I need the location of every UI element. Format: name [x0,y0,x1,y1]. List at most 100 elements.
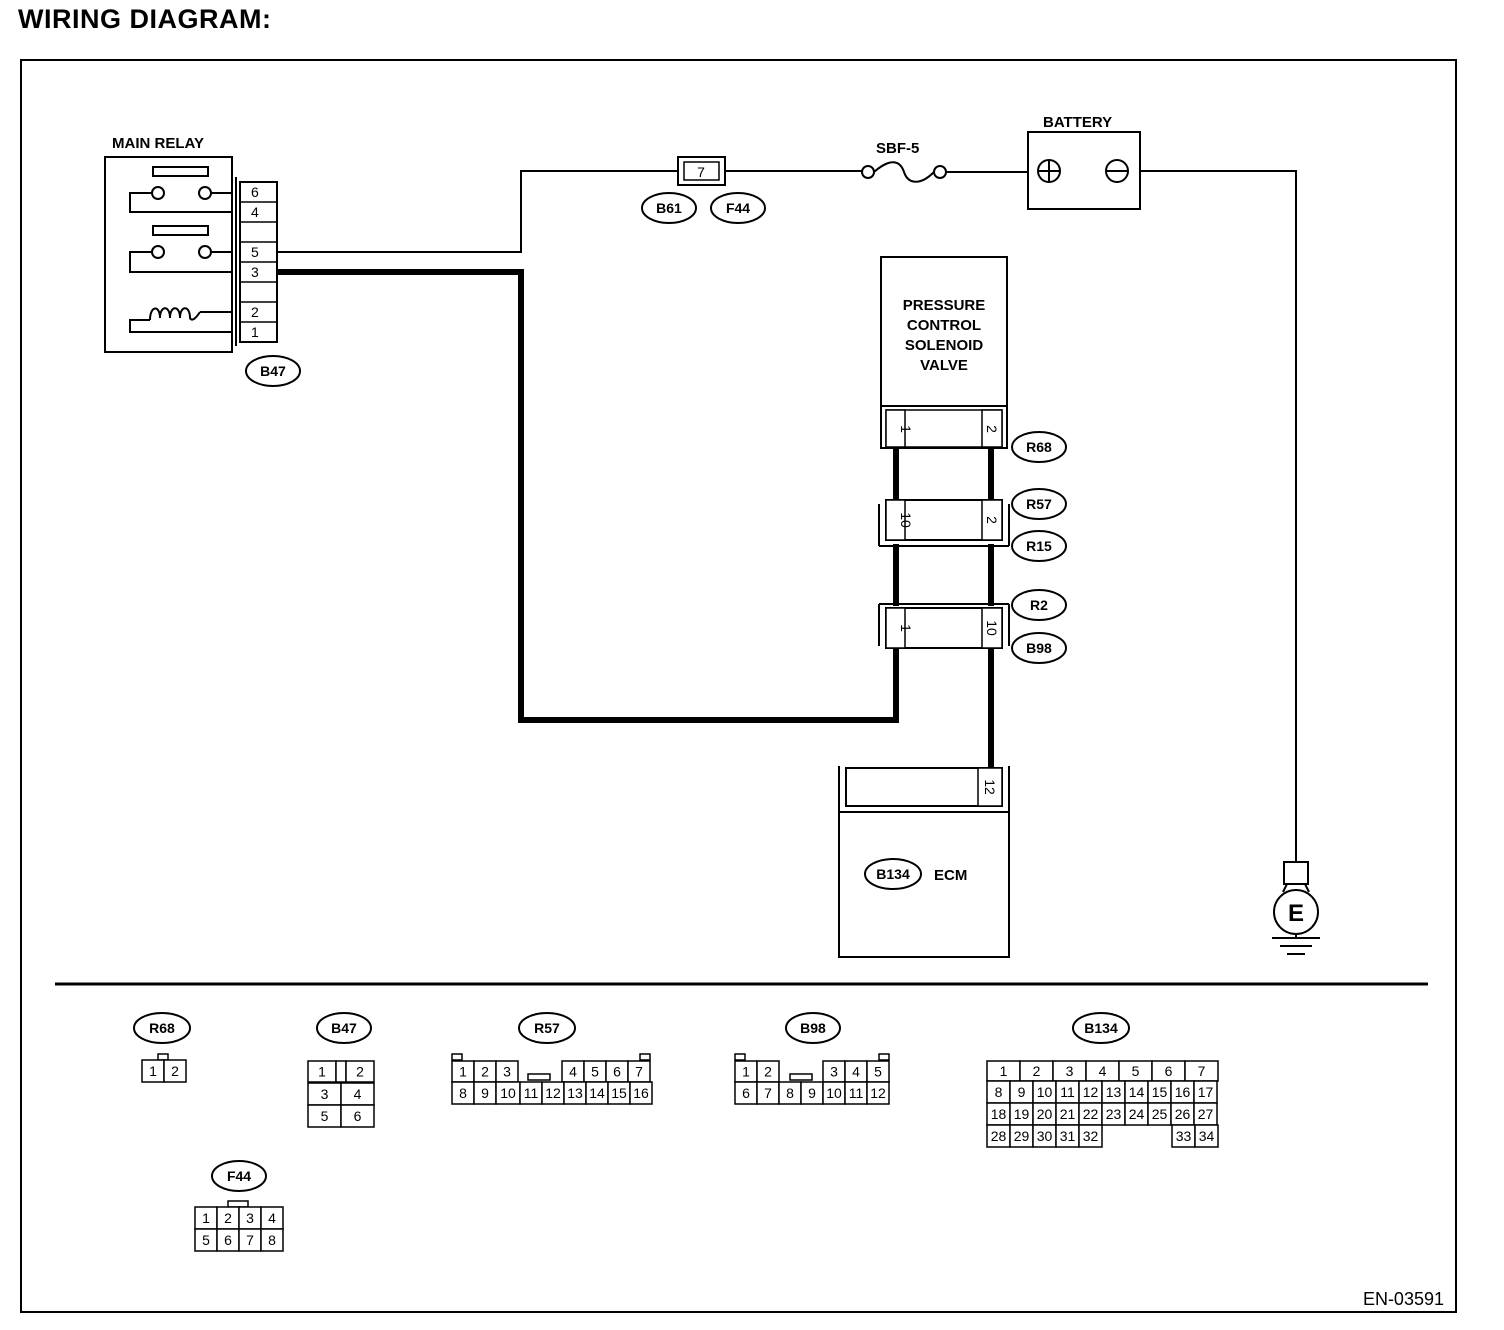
connector-tag-r57 [1011,488,1067,520]
pressure-control-solenoid-valve: PRESSURE CONTROL SOLENOID VALVE 1 2 R68 [880,256,1067,463]
legend-pin-label: 1 [149,1063,157,1079]
legend-pin-label: 1 [202,1210,210,1226]
legend-pin-label: 18 [991,1106,1007,1122]
legend-pin-label: 26 [1175,1106,1191,1122]
legend-pin-label: 25 [1152,1106,1168,1122]
connector-tag-label: R68 [1026,439,1052,455]
legend-pin-label: 5 [1132,1063,1140,1079]
legend-pin-label: 33 [1176,1128,1192,1144]
connector-r2-b98: 1 10 R2 B98 [878,589,1067,664]
legend-pin-label: 12 [545,1085,561,1101]
legend-pin-label: 14 [1129,1084,1145,1100]
legend-pin-label: 2 [356,1064,364,1080]
legend-pin-label: 2 [224,1210,232,1226]
legend-pin-label: 10 [500,1085,516,1101]
legend-pin-label: 24 [1129,1106,1145,1122]
pcsv-label-line: CONTROL [907,317,981,334]
main-relay: MAIN RELAY 6 4 5 3 2 1 B47 [104,135,301,387]
pcsv-label-line: PRESSURE [903,297,986,314]
connector-tag-label: R57 [1026,496,1052,512]
legend-pin-label: 12 [1083,1084,1099,1100]
connector-tag-f44 [710,192,766,224]
legend-pin-label: 4 [354,1086,362,1102]
legend-pin-label: 11 [524,1085,539,1101]
legend-pin-label: 17 [1198,1084,1214,1100]
legend-pin-label: 13 [1106,1084,1122,1100]
legend-pin-label: 19 [1014,1106,1030,1122]
legend-pin-label: 22 [1083,1106,1099,1122]
connector-tag-label: B98 [1026,640,1052,656]
legend-connector-key [227,1200,249,1208]
pcsv-label-line: VALVE [920,357,968,374]
ecm: 12 B134 ECM [838,766,1010,958]
legend-pin-label: 3 [246,1210,254,1226]
connector-pin: 2 [984,425,1000,433]
legend-pin-label: 1 [318,1064,326,1080]
legend-tag-label: B98 [800,1020,826,1036]
connector-pin: 2 [984,516,1000,524]
legend-tag-b134 [1072,1012,1130,1044]
legend-pin-label: 9 [1018,1084,1026,1100]
connector-tag-label: R2 [1030,597,1048,613]
legend-pin-label: 4 [1099,1063,1107,1079]
legend-pin-cell [345,1060,375,1083]
legend-pin-label: 6 [224,1232,232,1248]
figure-code: EN-03591 [1363,1289,1444,1309]
connector-tag-b134 [864,858,922,890]
legend-pin-label: 12 [870,1085,886,1101]
legend-pin-label: 9 [481,1085,489,1101]
sbf5-fuse: SBF-5 [861,140,947,183]
connector-tag-label: B134 [876,866,910,882]
connector-pin: 10 [898,512,914,528]
legend-pin-label: 8 [786,1085,794,1101]
wire-relay5-to-fuse [277,170,680,253]
legend-pin-label: 28 [991,1128,1007,1144]
relay-pin: 2 [251,304,259,320]
legend-pin-label: 8 [995,1084,1003,1100]
legend-pin-label: 4 [268,1210,276,1226]
legend-connector-key [527,1073,551,1081]
fuse-connector: 7 B61 F44 [641,156,766,224]
ground-label: E [1288,900,1304,927]
connector-tag-label: B61 [656,200,682,216]
connector-pin: 12 [982,779,998,795]
legend-pin-label: 32 [1083,1128,1099,1144]
legend-pin-label: 6 [742,1085,750,1101]
legend-tag-b47 [316,1012,372,1044]
legend-pin-label: 30 [1037,1128,1053,1144]
legend-pin-label: 15 [1152,1084,1168,1100]
legend-connector-key [639,1053,651,1061]
legend-pin-cell [335,1060,347,1083]
ground-symbol: E [1272,861,1320,955]
legend-pin-label: 9 [808,1085,816,1101]
legend-pin-label: 3 [321,1086,329,1102]
legend-tag-r57 [518,1012,576,1044]
connector-pin: 1 [898,624,914,632]
legend-pin-label: 11 [1060,1084,1075,1100]
connector-tag-label: B47 [260,363,286,379]
legend-pin-label: 3 [830,1064,838,1080]
connector-r57-r15: 10 2 R57 R15 [878,488,1067,562]
legend-connector-key [789,1073,813,1081]
connector-tag-label: R15 [1026,538,1052,554]
legend-pin-label: 5 [591,1064,599,1080]
connector-tag-b61 [641,192,697,224]
legend-pin-cell [629,1081,653,1105]
page-title: WIRING DIAGRAM: [18,4,272,34]
legend-pin-label: 8 [268,1232,276,1248]
legend-pin-label: 29 [1014,1128,1030,1144]
battery-label: BATTERY [1043,114,1112,131]
legend-connector-key [157,1053,169,1061]
legend-pin-label: 13 [567,1085,583,1101]
legend-pin-label: 5 [874,1064,882,1080]
legend-pin-label: 2 [481,1064,489,1080]
legend-pin-label: 27 [1198,1106,1214,1122]
legend-pin-cell [1078,1124,1103,1148]
legend-pin-label: 10 [1037,1084,1053,1100]
legend-pin-label: 34 [1199,1128,1215,1144]
legend-pin-label: 1 [742,1064,750,1080]
connector-pin: 1 [898,425,914,433]
